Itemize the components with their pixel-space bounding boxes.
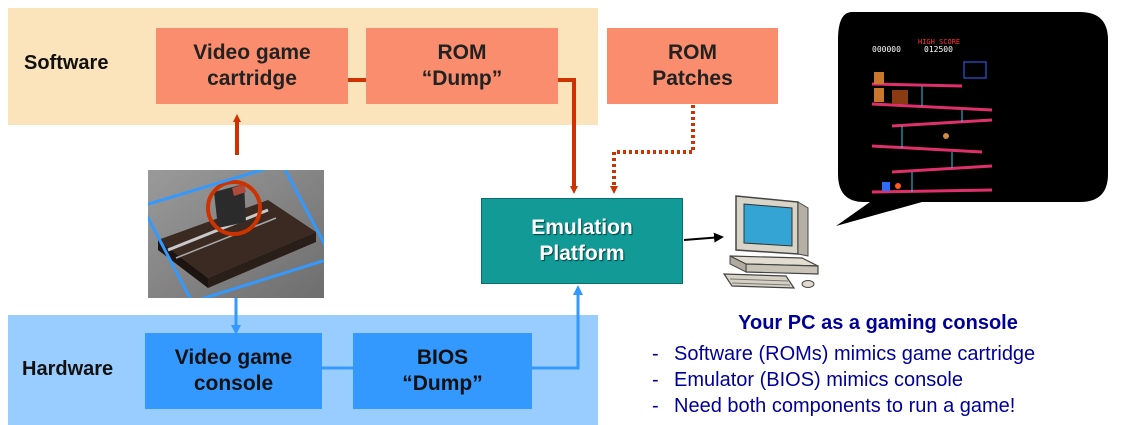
svg-text:012500: 012500 bbox=[924, 45, 953, 54]
connector-bios-emulation bbox=[532, 285, 583, 370]
caption-bullet: -Software (ROMs) mimics game cartridge bbox=[652, 341, 1035, 367]
caption-bullet: -Need both components to run a game! bbox=[652, 393, 1035, 419]
rom-patches-box: ROM Patches bbox=[607, 28, 778, 104]
rom-dump-box: ROM “Dump” bbox=[366, 28, 558, 104]
desktop-computer-icon bbox=[722, 195, 819, 289]
video-game-cartridge-box: Video game cartridge bbox=[156, 28, 348, 104]
connector-rom-emulation bbox=[558, 78, 578, 194]
hardware-band-label: Hardware bbox=[22, 358, 114, 380]
svg-text:HIGH SCORE: HIGH SCORE bbox=[918, 38, 960, 46]
connector-patches-emulation bbox=[610, 105, 695, 194]
bullet-marker: - bbox=[652, 395, 659, 417]
emulation-platform-box: Emulation Platform bbox=[481, 198, 683, 284]
arcade-game-screenshot-bubble: 000000 HIGH SCORE 012500 bbox=[836, 12, 1108, 226]
caption-bullet-text: Emulator (BIOS) mimics console bbox=[674, 369, 963, 391]
caption-bullet-text: Software (ROMs) mimics game cartridge bbox=[674, 343, 1036, 365]
svg-text:000000: 000000 bbox=[872, 45, 901, 54]
connector-emulation-pc bbox=[683, 232, 724, 243]
caption-bullet-text: Need both components to run a game! bbox=[674, 395, 1016, 417]
software-band-label: Software bbox=[24, 52, 109, 74]
caption-bullet: -Emulator (BIOS) mimics console bbox=[652, 367, 1035, 393]
caption-bullet-list: -Software (ROMs) mimics game cartridge -… bbox=[652, 341, 1035, 419]
video-game-console-box: Video game console bbox=[145, 333, 322, 409]
bios-dump-box: BIOS “Dump” bbox=[353, 333, 532, 409]
bullet-marker: - bbox=[652, 369, 659, 391]
caption-title: Your PC as a gaming console bbox=[738, 312, 1018, 334]
bullet-marker: - bbox=[652, 343, 659, 365]
console-photo bbox=[148, 170, 324, 298]
